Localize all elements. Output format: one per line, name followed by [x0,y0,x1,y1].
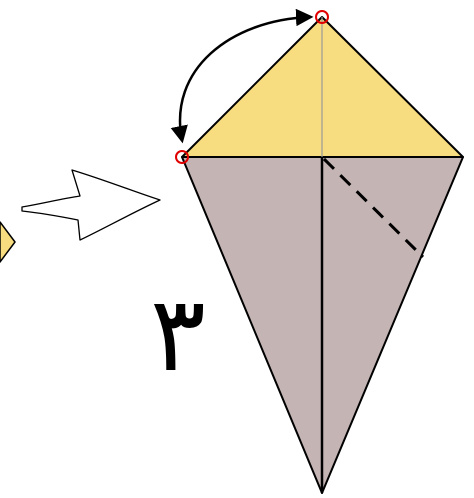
previous-step-fragment [0,221,16,263]
step-number: ٣ [150,273,206,395]
red-circle-marker-left [175,150,189,164]
hollow-right-arrow-icon [21,169,161,241]
red-circle-marker-top [315,10,329,24]
dashed-valley-fold-line-icon [322,157,425,259]
curved-double-headed-arrow-icon [170,8,314,144]
kite-body-right [321,156,464,494]
